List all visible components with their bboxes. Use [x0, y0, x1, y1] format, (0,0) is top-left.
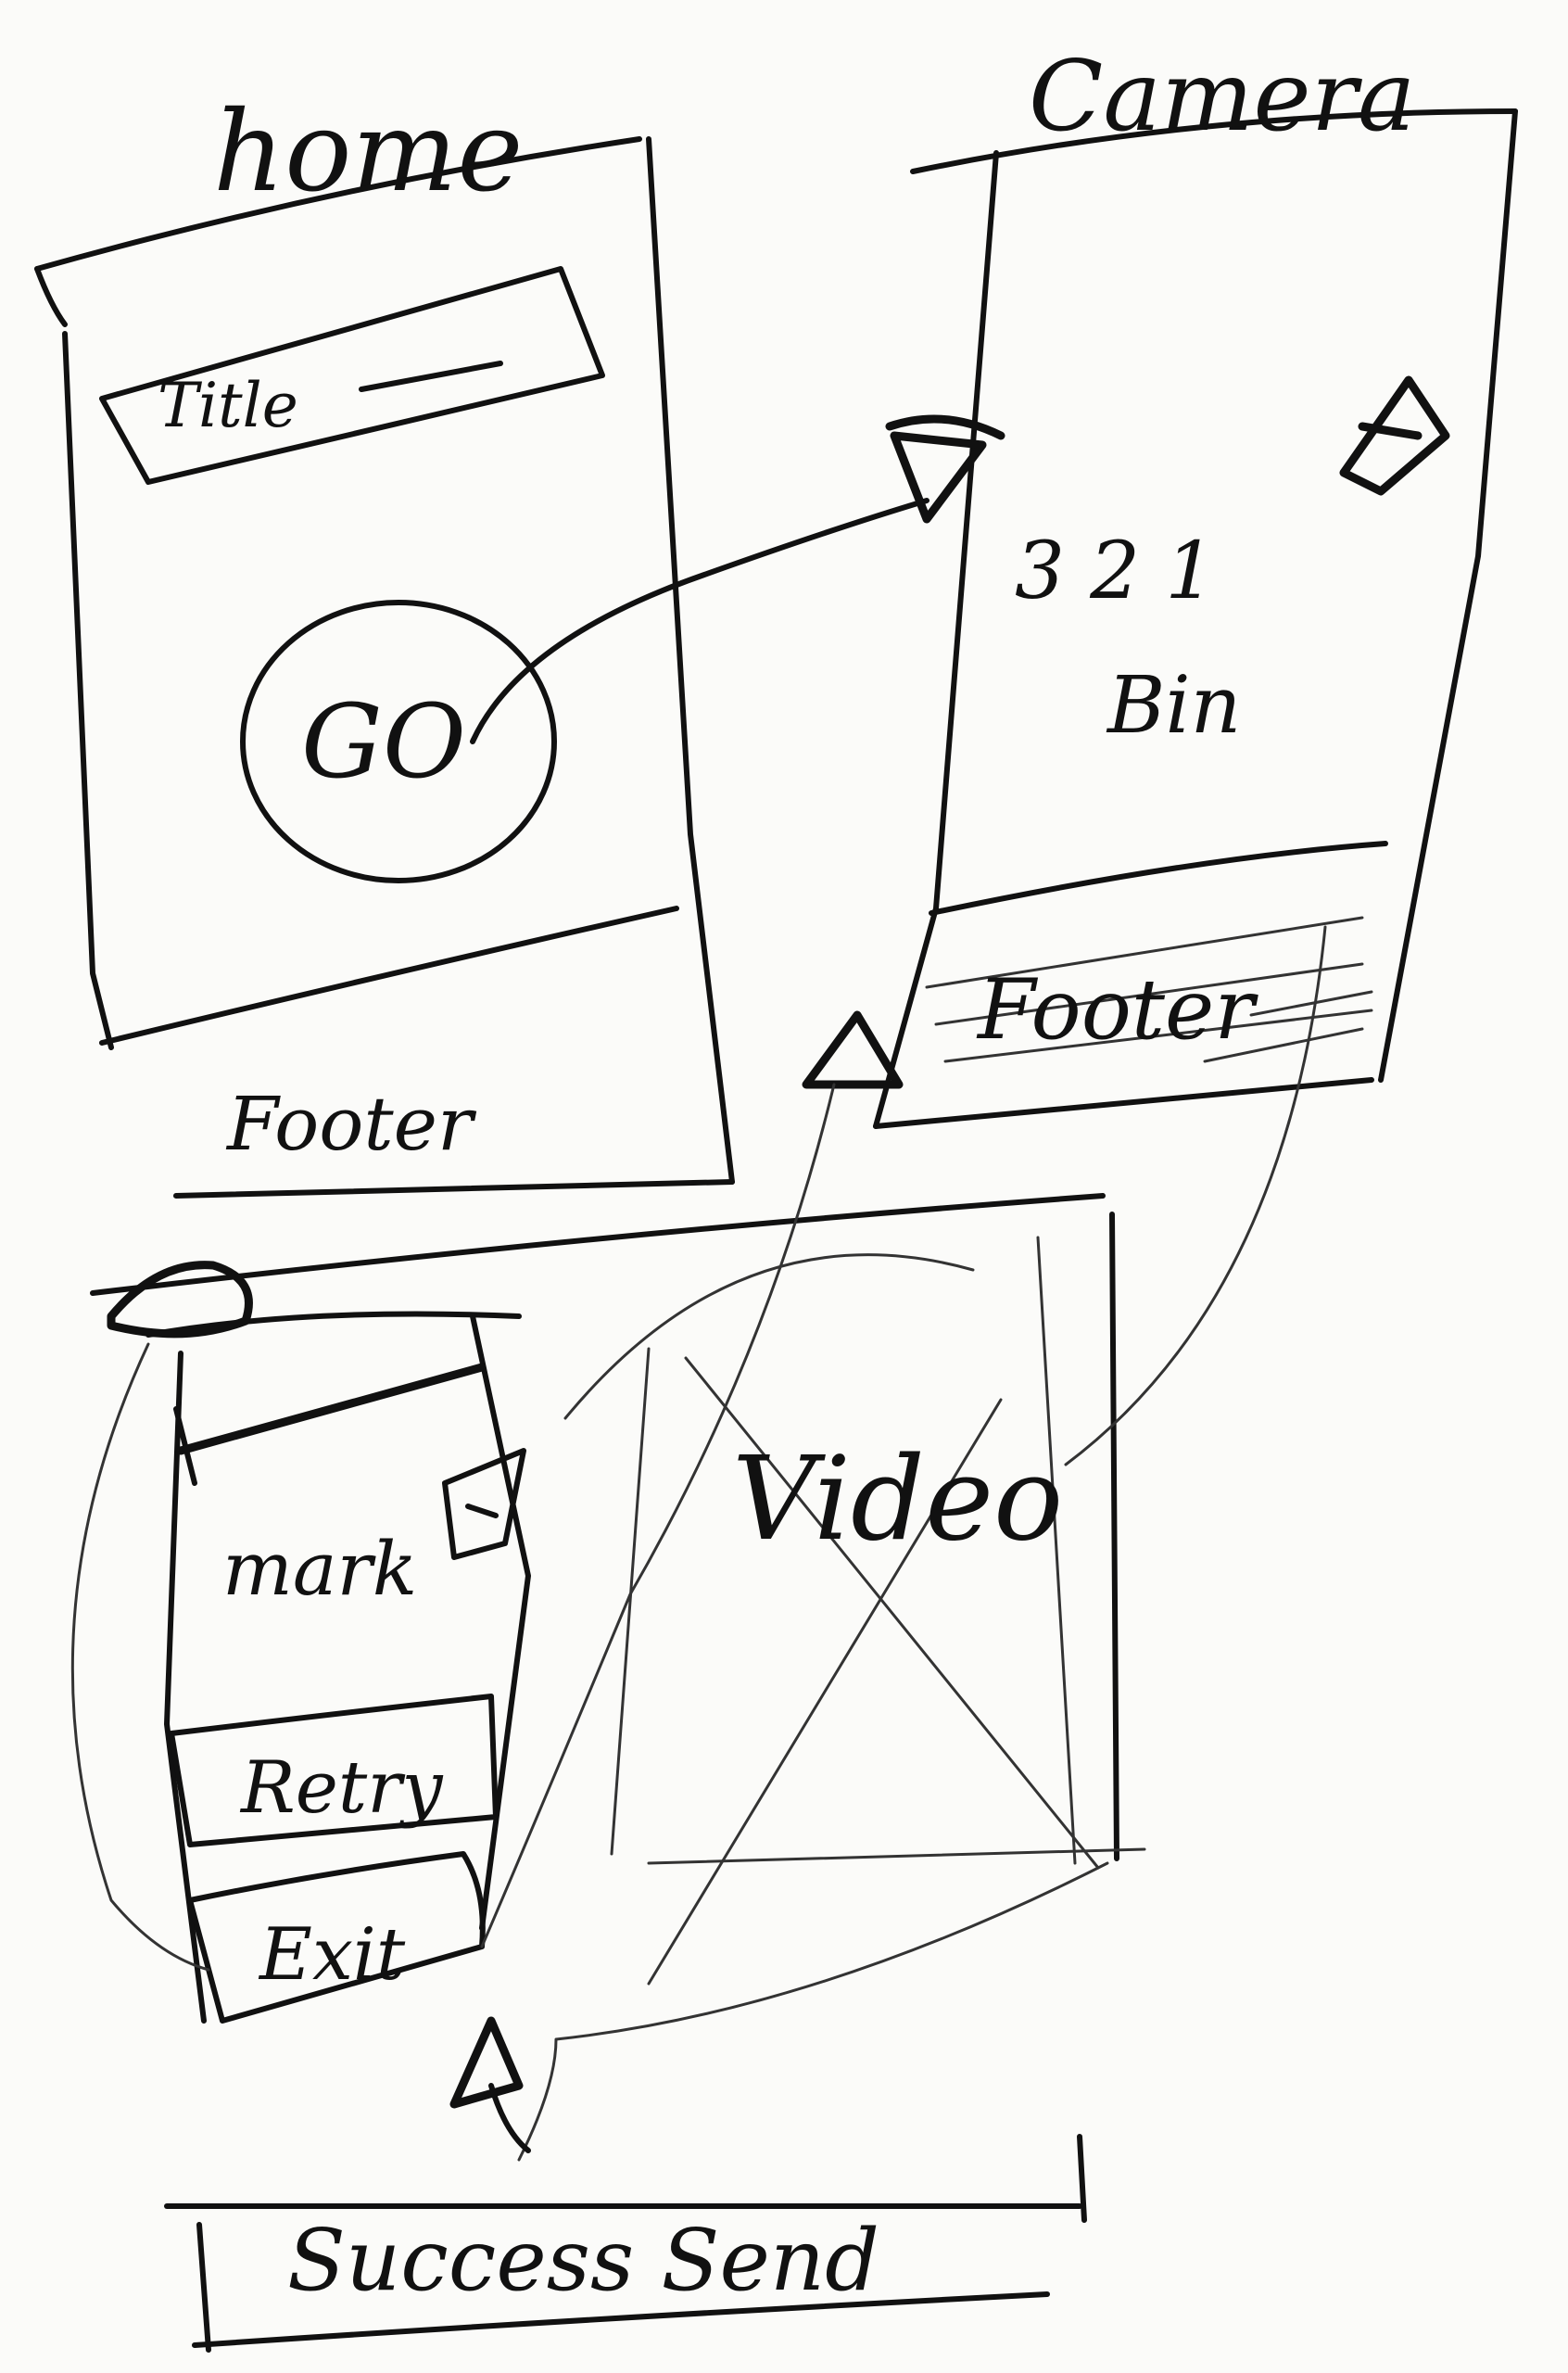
video-screen-frame [610, 1212, 1146, 1865]
exit-button[interactable]: Exit [187, 1851, 486, 2024]
review-screen-frame [90, 1193, 1106, 2024]
camera-to-review-arrow [480, 1010, 904, 1948]
title-field-text: Title [158, 370, 298, 441]
success-label: Success Send [287, 2211, 879, 2310]
home-screen-frame [34, 136, 735, 1199]
home-title-field[interactable]: Title [99, 266, 605, 485]
retry-button[interactable]: Retry [169, 1694, 499, 1847]
success-screen-frame [164, 2134, 1087, 2353]
camera-footer: Footer [976, 961, 1258, 1059]
home-screen-label: home [213, 88, 523, 217]
exit-button-label: Exit [258, 1913, 406, 1997]
go-button-label: GO [301, 682, 466, 801]
mark-checkbox[interactable] [442, 1448, 526, 1560]
video-placeholder-cross [647, 1356, 1100, 1986]
camera-to-video-line [1064, 925, 1327, 1466]
mark-label: mark [222, 1526, 417, 1612]
go-button[interactable]: GO [240, 600, 557, 883]
camera-countdown: 3 2 1 [1015, 526, 1215, 617]
camera-countdown-word: Bin [1106, 660, 1241, 752]
video-flow-line [563, 1253, 975, 1420]
home-footer: Footer [225, 1081, 477, 1167]
go-to-camera-arrow [470, 414, 1005, 744]
success-to-exit-arrow [449, 1861, 1109, 2162]
camera-screen-label: Camera [1029, 40, 1415, 153]
camera-footer-area [925, 916, 1373, 1063]
switch-camera-icon[interactable] [1339, 375, 1450, 496]
retry-button-label: Retry [239, 1746, 444, 1830]
camera-screen-frame [873, 108, 1518, 1129]
exit-loop-line [70, 1342, 210, 1972]
review-title-bar [173, 1363, 487, 1486]
video-label: Video [732, 1432, 1063, 1567]
retry-arrow-head [107, 1261, 253, 1339]
